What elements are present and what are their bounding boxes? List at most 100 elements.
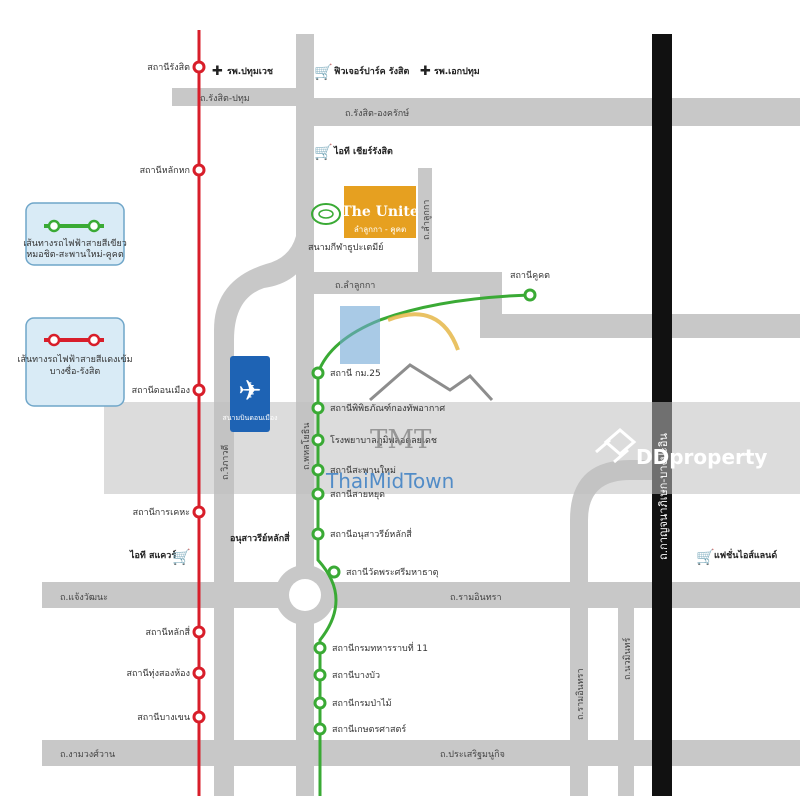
poi-fashion-island-label: แฟชั่นไอส์แลนด์ xyxy=(714,548,777,561)
red-station-label: สถานีหลักหก xyxy=(140,165,190,176)
poi-airport: ✈ สนามบินดอนเมือง xyxy=(223,356,278,432)
green-line-group xyxy=(316,293,531,796)
label-ngam-wong-wan: ถ.งามวงศ์วาน xyxy=(60,748,115,760)
road-lam-luk-ka-ext xyxy=(480,314,800,338)
poi-hospital-ekpathum-label: รพ.เอกปทุม xyxy=(434,66,480,77)
airplane-icon: ✈ xyxy=(238,374,261,407)
green-station-marker xyxy=(313,641,327,655)
sun-arc-icon xyxy=(387,312,460,351)
label-vibhavadi: ถ.วิภาวดี xyxy=(220,445,231,480)
road-rangsit-ongkharak xyxy=(300,98,800,126)
green-station-marker xyxy=(313,696,327,710)
red-station-label: สถานีบางเขน xyxy=(137,712,190,723)
legend-red-title: เส้นทางรถไฟฟ้าสายสีแดงเข้ม xyxy=(17,354,132,365)
road-soi-side xyxy=(618,582,634,796)
watermark-ddproperty-text: DDproperty xyxy=(636,445,767,469)
project-box xyxy=(344,186,416,238)
green-station-label: สถานี กม.25 xyxy=(330,368,381,379)
road-rangsit-pathum xyxy=(172,88,300,106)
red-station-marker xyxy=(192,625,206,639)
road-lam-luk-ka xyxy=(300,272,500,294)
poi-fashion-island: 🛒 แฟชั่นไอส์แลนด์ xyxy=(696,548,777,566)
green-station-label: สถานีบางบัว xyxy=(332,670,380,681)
shopping-cart-icon: 🛒 xyxy=(314,63,333,81)
green-station-label: สถานีสะพานใหม่ xyxy=(330,465,396,476)
legend-green-dot xyxy=(47,219,61,233)
poi-hospital-ekpathum: ✚ รพ.เอกปทุม xyxy=(420,64,480,79)
shopping-cart-icon: 🛒 xyxy=(314,143,333,161)
watermark-ddproperty: DDproperty xyxy=(595,428,767,469)
red-station-label: สถานีทุ่งสองห้อง xyxy=(126,668,190,679)
red-station-marker xyxy=(192,505,206,519)
road-lam-luk-ka-soi xyxy=(418,168,432,272)
watermark-tmt: TMT xyxy=(370,425,432,455)
poi-stadium-label: สนามกีฬาธูปะเตมีย์ xyxy=(308,241,383,253)
poi-hospital-pathum: ✚ รพ.ปทุมเวช xyxy=(212,64,273,79)
label-lam-luk-ka-soi: ถ.ลำลูกกา xyxy=(421,200,432,240)
road-lam-luk-ka-link xyxy=(480,272,502,338)
green-station-marker xyxy=(327,565,341,579)
poi-ikea-rangsit-label: ไอที เชียร์รังสิต xyxy=(333,145,393,157)
watermark-thaimidtown-text: ThaiMidTown xyxy=(325,469,454,493)
label-highway: ถ.กาญจนาภิเษก-บางปะอิน xyxy=(657,433,670,560)
airport-box xyxy=(230,356,270,432)
label-rangsit-ongkharak: ถ.รังสิต-องครักษ์ xyxy=(345,107,409,119)
poi-future-park: 🛒 ฟิวเจอร์ปาร์ค รังสิต xyxy=(314,63,409,81)
green-station-label: สถานีกรมทหารราบที่ 11 xyxy=(332,641,428,654)
red-station-label: สถานีรังสิต xyxy=(147,62,190,73)
road-vibhavadi-curve xyxy=(214,176,314,340)
green-line-track xyxy=(316,293,531,796)
label-phahonyothin: ถ.พหลโยธิน xyxy=(301,423,312,470)
legend-green: เส้นทางรถไฟฟ้าสายสีเขียว หมอชิต-สะพานใหม… xyxy=(23,202,127,266)
label-rangsit-pathum: ถ.รังสิต-ปทุม xyxy=(200,93,250,104)
green-station-label: สถานีสายหยุด xyxy=(330,489,385,500)
green-station-label: สถานีพิพิธภัณฑ์กองทัพอากาศ xyxy=(330,402,445,414)
project-marker: The Unite ลำลูกกา - คูคต xyxy=(341,186,419,238)
poi-future-park-label: ฟิวเจอร์ปาร์ค รังสิต xyxy=(333,65,409,77)
green-station-marker xyxy=(523,288,537,302)
green-station-label: สถานีอนุสาวรีย์หลักสี่ xyxy=(330,527,412,540)
label-lam-luk-ka: ถ.ลำลูกกา xyxy=(335,280,375,291)
stadium-icon xyxy=(311,203,341,225)
green-station-marker xyxy=(311,401,325,415)
green-station-marker xyxy=(311,527,325,541)
green-station-label: สถานีวัดพระศรีมหาธาตุ xyxy=(346,567,439,578)
red-station-label: สถานีการเคหะ xyxy=(133,507,191,518)
green-station-marker xyxy=(313,668,327,682)
building-icon xyxy=(340,306,380,364)
house-roof-icon xyxy=(369,363,494,402)
red-station-label: สถานีดอนเมือง xyxy=(132,385,190,396)
red-stations: สถานีรังสิตสถานีหลักหกสถานีดอนเมืองสถานี… xyxy=(126,60,206,724)
legend-red-dot xyxy=(47,333,61,347)
red-station-label: สถานีหลักสี่ xyxy=(145,625,190,638)
green-station-marker xyxy=(311,487,325,501)
project-name: The Unite xyxy=(341,204,419,220)
project-subtitle: ลำลูกกา - คูคต xyxy=(354,225,406,235)
legend-green-sub: หมอชิต-สะพานใหม่-คูคต xyxy=(26,249,123,260)
poi-hospital-pathum-label: รพ.ปทุมเวช xyxy=(227,66,273,77)
red-station-marker xyxy=(192,383,206,397)
legend-red-dot xyxy=(87,333,101,347)
stadium-icon-inner xyxy=(318,209,334,219)
watermark-thaimidtown: TMT ThaiMidTown xyxy=(325,306,494,493)
watermark-band xyxy=(104,402,800,494)
shopping-cart-icon: 🛒 xyxy=(172,548,191,566)
road-chaeng-watthana xyxy=(42,582,800,608)
poi-stadium: สนามกีฬาธูปะเตมีย์ xyxy=(308,203,383,253)
green-station-marker xyxy=(311,463,325,477)
poi-ikea-rangsit: 🛒 ไอที เชียร์รังสิต xyxy=(314,143,393,161)
legend-red-sub: บางซื่อ-รังสิต xyxy=(50,364,101,377)
legend-green-dot xyxy=(87,219,101,233)
hospital-cross-icon: ✚ xyxy=(212,64,223,79)
green-station-marker xyxy=(311,366,325,380)
road-ngam-wong-wan xyxy=(42,740,800,766)
green-station-marker xyxy=(311,433,325,447)
label-ram-inthra-soi: ถ.รามอินทรา xyxy=(575,668,586,720)
road-ram-inthra-soi xyxy=(570,520,588,796)
label-prasoet-manukit: ถ.ประเสริฐมนูกิจ xyxy=(440,749,505,760)
red-station-marker xyxy=(192,666,206,680)
poi-monument: อนุสาวรีย์หลักสี่ xyxy=(230,531,290,544)
label-soi-side: ถ.นวมินทร์ xyxy=(621,637,633,680)
poi-it-square: ไอที สแควร์ 🛒 xyxy=(129,548,191,566)
